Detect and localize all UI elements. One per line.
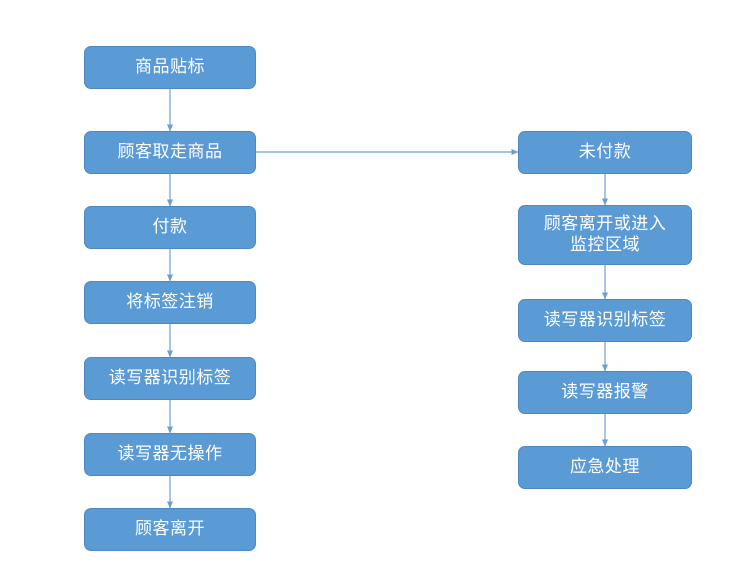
flow-node-n6[interactable]: 读写器无操作: [84, 433, 256, 476]
flow-node-n2[interactable]: 顾客取走商品: [84, 131, 256, 174]
flow-node-n4[interactable]: 将标签注销: [84, 281, 256, 324]
connector-group: [166, 89, 609, 509]
flow-node-r1[interactable]: 未付款: [518, 131, 692, 174]
flow-node-r2[interactable]: 顾客离开或进入 监控区域: [518, 205, 692, 265]
flow-node-r4[interactable]: 读写器报警: [518, 371, 692, 414]
flow-node-n3[interactable]: 付款: [84, 206, 256, 249]
flow-node-n7[interactable]: 顾客离开: [84, 508, 256, 551]
flow-node-n5[interactable]: 读写器识别标签: [84, 357, 256, 400]
flow-node-r5[interactable]: 应急处理: [518, 446, 692, 489]
flow-node-r3[interactable]: 读写器识别标签: [518, 299, 692, 342]
flow-node-n1[interactable]: 商品贴标: [84, 46, 256, 89]
